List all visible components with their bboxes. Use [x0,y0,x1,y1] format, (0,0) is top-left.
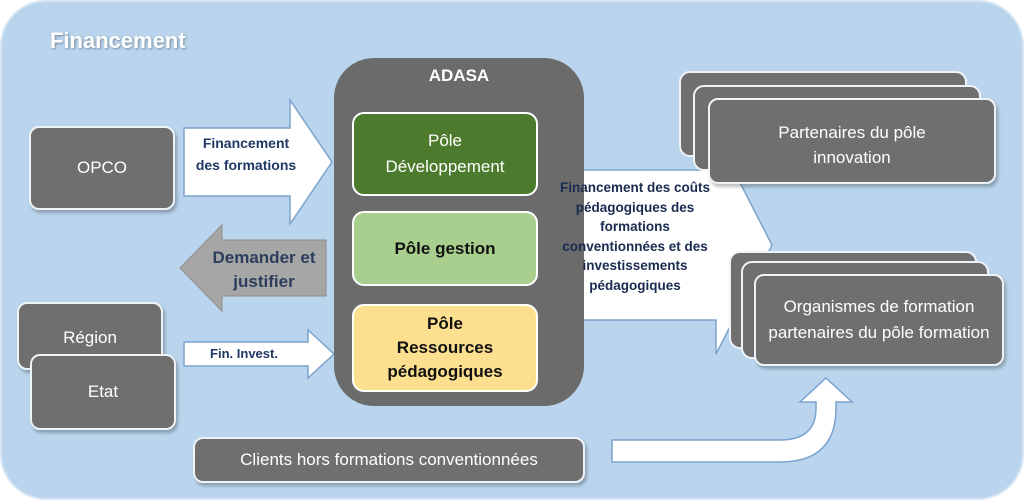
opco-box: OPCO [29,126,175,210]
label-demander-justifier: Demander et justifier [212,248,316,291]
partenaires-innovation-box: Partenaires du pôle innovation [708,98,996,184]
arrow-clients-curve [611,376,854,463]
pole-developpement: Pôle Développement [352,112,538,196]
adasa-title: ADASA [428,66,490,85]
clients-box: Clients hors formations conventionnées [193,437,585,483]
pole-ressources: Pôle Ressources pédagogiques [352,304,538,392]
arrow-financement-formations [183,97,333,227]
diagram-title: Financement [50,28,186,53]
clients-label: Clients hors formations conventionnées [240,450,538,469]
arrow-fin-invest [183,328,336,380]
pole-gestion: Pôle gestion [352,211,538,286]
pole-gestion-label: Pôle gestion [394,238,496,258]
partenaires-innovation-label: Partenaires du pôle innovation [778,123,926,167]
organismes-formation-box: Organismes de formation partenaires du p… [754,274,1004,366]
pole-developpement-label: Pôle Développement [385,131,505,176]
label-fin-invest: Fin. Invest. [210,346,278,361]
arrow-demander-justifier [179,223,327,313]
label-financement-formations: Financement des formations [195,135,297,173]
opco-label: OPCO [76,158,128,177]
etat-label: Etat [87,382,119,401]
label-financement-couts: Financement des coûts pédagogiques des f… [559,180,711,293]
etat-box: Etat [30,354,176,430]
region-label: Région [63,328,117,347]
pole-ressources-label: Pôle Ressources pédagogiques [387,314,503,381]
organismes-formation-label: Organismes de formation partenaires du p… [768,297,990,342]
